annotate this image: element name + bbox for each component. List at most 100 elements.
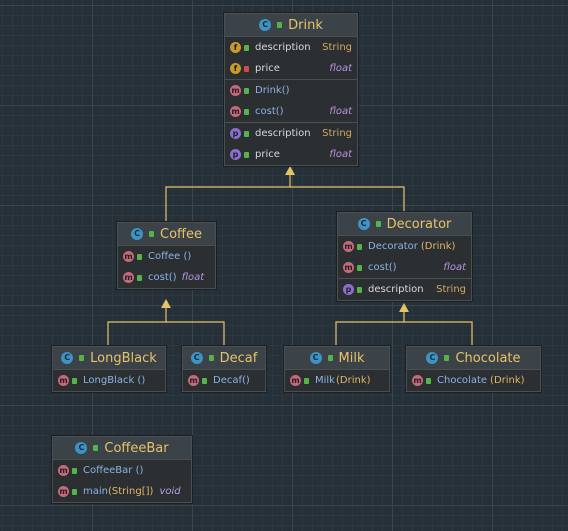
method-icon: m [58,465,69,476]
method-row[interactable]: m Decaf() [183,370,265,391]
class-coffee[interactable]: C Coffee m Coffee () m cost() float [117,222,216,289]
field-name: description [255,42,311,53]
method-row[interactable]: m CoffeeBar () [53,460,191,481]
public-visibility-icon [149,231,154,237]
class-icon: C [357,218,370,230]
class-header[interactable]: C CoffeeBar [53,437,191,460]
class-name: Chocolate [455,350,521,366]
method-name: LongBlack () [83,375,146,386]
class-name: Drink [288,17,323,33]
property-row[interactable]: p description String [338,278,471,300]
property-type: String [436,284,466,295]
method-icon: m [290,375,301,386]
field-type: String [322,42,352,53]
field-row[interactable]: f description String [225,37,357,58]
class-drink[interactable]: C Drink f description String f price flo… [224,13,358,166]
property-icon: p [343,284,354,295]
method-name: cost() [148,272,177,283]
public-visibility-icon [72,377,77,384]
method-row[interactable]: m Drink() [225,79,357,101]
public-visibility-icon [357,264,362,271]
property-row[interactable]: p description String [225,122,357,144]
class-icon: C [61,352,74,364]
class-icon: C [131,228,143,240]
method-return-type: float [443,262,466,273]
method-icon: m [123,251,134,262]
method-row[interactable]: m Coffee () [118,246,215,267]
method-row[interactable]: m cost() float [118,267,215,288]
arrow-decorator-to-drink [290,186,405,212]
class-milk[interactable]: C Milk m Milk (Drink) [284,346,390,392]
arrow-coffee-to-drink [165,175,291,222]
method-params: (Drink) [490,375,525,386]
class-coffeebar[interactable]: C CoffeeBar m CoffeeBar () m main (Strin… [52,436,192,503]
class-decaf[interactable]: C Decaf m Decaf() [182,346,266,392]
method-icon: m [123,272,134,283]
method-row[interactable]: m cost() float [338,257,471,278]
method-return-type: void [159,486,181,497]
field-row[interactable]: f price float [225,58,357,79]
public-visibility-icon [202,377,207,384]
class-header[interactable]: C Decaf [183,347,265,370]
arrowhead-coffee [161,299,171,308]
class-decorator[interactable]: C Decorator m Decorator (Drink) m cost()… [337,212,472,301]
method-name: Coffee () [148,251,192,262]
public-visibility-icon [375,221,381,227]
public-visibility-icon [72,467,77,474]
class-header[interactable]: C Decorator [338,213,471,236]
property-type: float [329,149,352,160]
arrowhead-decorator [399,303,409,312]
arrow-chocolate-to-decorator [404,321,473,346]
method-row[interactable]: m Milk (Drink) [285,370,389,391]
method-row[interactable]: m cost() float [225,101,357,122]
public-visibility-icon [137,253,142,260]
public-visibility-icon [244,87,249,94]
public-visibility-icon [244,44,249,51]
property-name: description [368,284,424,295]
method-row[interactable]: m LongBlack () [53,370,165,391]
method-name: CoffeeBar () [83,465,144,476]
arrow-milk-to-decorator [335,312,405,346]
property-row[interactable]: p price float [225,144,357,165]
class-header[interactable]: C Milk [285,347,389,370]
method-icon: m [230,106,241,117]
method-params: (String[]) [108,486,154,497]
public-visibility-icon [444,355,450,361]
public-visibility-icon [72,488,77,495]
public-visibility-icon [79,355,85,361]
public-visibility-icon [137,274,142,281]
method-row[interactable]: m Chocolate (Drink) [407,370,540,391]
class-header[interactable]: C Coffee [118,223,215,246]
public-visibility-icon [244,108,249,115]
method-icon: m [58,375,69,386]
property-name: description [255,128,311,139]
public-visibility-icon [327,355,333,361]
class-header[interactable]: C Chocolate [407,347,540,370]
method-params: (Drink) [420,241,456,252]
field-icon: f [230,63,241,74]
class-header[interactable]: C LongBlack [53,347,165,370]
class-chocolate[interactable]: C Chocolate m Chocolate (Drink) [406,346,541,392]
method-return-type: float [329,106,352,117]
public-visibility-icon [208,355,214,361]
method-name: Decaf() [213,375,250,386]
class-icon: C [309,352,322,364]
public-visibility-icon [93,445,99,451]
method-name: main [83,486,108,497]
method-icon: m [343,262,354,273]
class-icon: C [75,442,88,454]
public-visibility-icon [357,286,362,293]
method-name: cost() [368,262,397,273]
public-visibility-icon [244,130,249,137]
class-longblack[interactable]: C LongBlack m LongBlack () [52,346,166,392]
method-icon: m [412,375,423,386]
method-row[interactable]: m main (String[]) void [53,481,191,502]
class-icon: C [426,352,439,364]
method-icon: m [188,375,199,386]
public-visibility-icon [426,377,431,384]
class-header[interactable]: C Drink [225,14,357,37]
method-name: Decorator [368,241,418,252]
class-name: Milk [338,350,365,366]
method-row[interactable]: m Decorator (Drink) [338,236,471,257]
